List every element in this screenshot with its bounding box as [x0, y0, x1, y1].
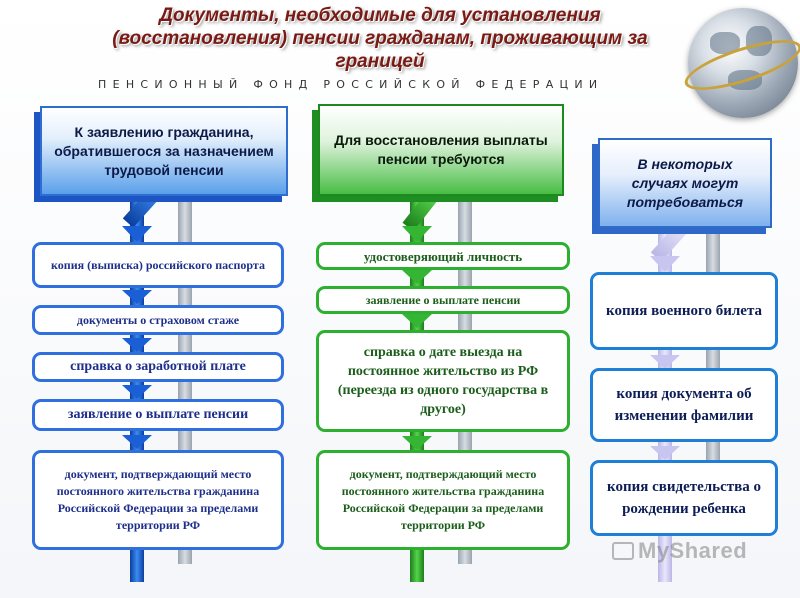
page-subtitle: ПЕНСИОННЫЙ ФОНД РОССИЙСКОЙ ФЕДЕРАЦИИ: [98, 78, 604, 91]
middle-item-text: удостоверяющий личность: [363, 248, 523, 264]
middle-column-heading: Для восстановления выплаты пенсии требую…: [318, 104, 564, 196]
left-item-residence: документ, подтверждающий место постоянно…: [32, 450, 284, 550]
middle-item-application: заявление о выплате пенсии: [316, 286, 570, 314]
arrow-down-icon: [122, 226, 152, 242]
right-item-text: копия свидетельства о рождении ребенка: [607, 479, 761, 517]
left-item-text: документ, подтверждающий место постоянно…: [56, 467, 260, 532]
left-item-text: документы о страховом стаже: [76, 312, 240, 327]
watermark-text: MyShared: [638, 538, 748, 563]
left-item-passport: копия (выписка) российского паспорта: [32, 242, 284, 288]
arrow-down-icon: [402, 314, 432, 328]
middle-item-text: заявление о выплате пенсии: [365, 293, 521, 307]
right-item-surname: копия документа об изменении фамилии: [590, 368, 778, 442]
right-column-heading: В некоторых случаях могут потребоваться: [598, 138, 772, 228]
right-item-text: копия военного билета: [606, 303, 762, 319]
right-column-heading-text: В некоторых случаях могут потребоваться: [626, 155, 744, 210]
watermark: MyShared: [612, 538, 747, 564]
middle-item-departure: справка о дате выезда на постоянное жите…: [316, 330, 570, 432]
arrow-down-icon: [650, 256, 680, 272]
arrow-down-icon: [402, 436, 432, 450]
arrow-down-icon: [650, 446, 680, 460]
globe-icon: [679, 8, 800, 118]
arrow-down-icon: [402, 226, 432, 242]
right-item-birth: копия свидетельства о рождении ребенка: [590, 460, 778, 536]
left-item-insurance: документы о страховом стаже: [32, 305, 284, 335]
left-item-application: заявление о выплате пенсии: [32, 399, 284, 431]
left-item-text: заявление о выплате пенсии: [67, 407, 249, 422]
right-item-text: копия документа об изменении фамилии: [614, 386, 754, 424]
arrow-down-icon: [650, 355, 680, 369]
middle-item-text: справка о дате выезда на постоянное жите…: [337, 345, 549, 417]
arrow-down-icon: [122, 385, 152, 399]
arrow-down-icon: [122, 290, 152, 304]
left-item-text: справка о заработной плате: [70, 359, 246, 374]
arrow-down-icon: [122, 435, 152, 449]
middle-item-identity: удостоверяющий личность: [316, 242, 570, 270]
left-column-heading: К заявлению гражданина, обратившегося за…: [40, 106, 288, 196]
right-item-military: копия военного билета: [590, 272, 778, 350]
left-item-text: копия (выписка) российского паспорта: [51, 258, 265, 272]
middle-item-text: документ, подтверждающий место постоянно…: [341, 467, 545, 532]
arrow-down-icon: [402, 270, 432, 284]
left-item-salary: справка о заработной плате: [32, 352, 284, 382]
left-column-heading-text: К заявлению гражданина, обратившегося за…: [54, 123, 274, 178]
presentation-icon: [612, 542, 634, 560]
middle-column-heading-text: Для восстановления выплаты пенсии требую…: [334, 132, 548, 167]
arrow-down-icon: [122, 338, 152, 352]
middle-item-residence: документ, подтверждающий место постоянно…: [316, 450, 570, 550]
page-title: Документы, необходимые для установления …: [112, 5, 648, 72]
